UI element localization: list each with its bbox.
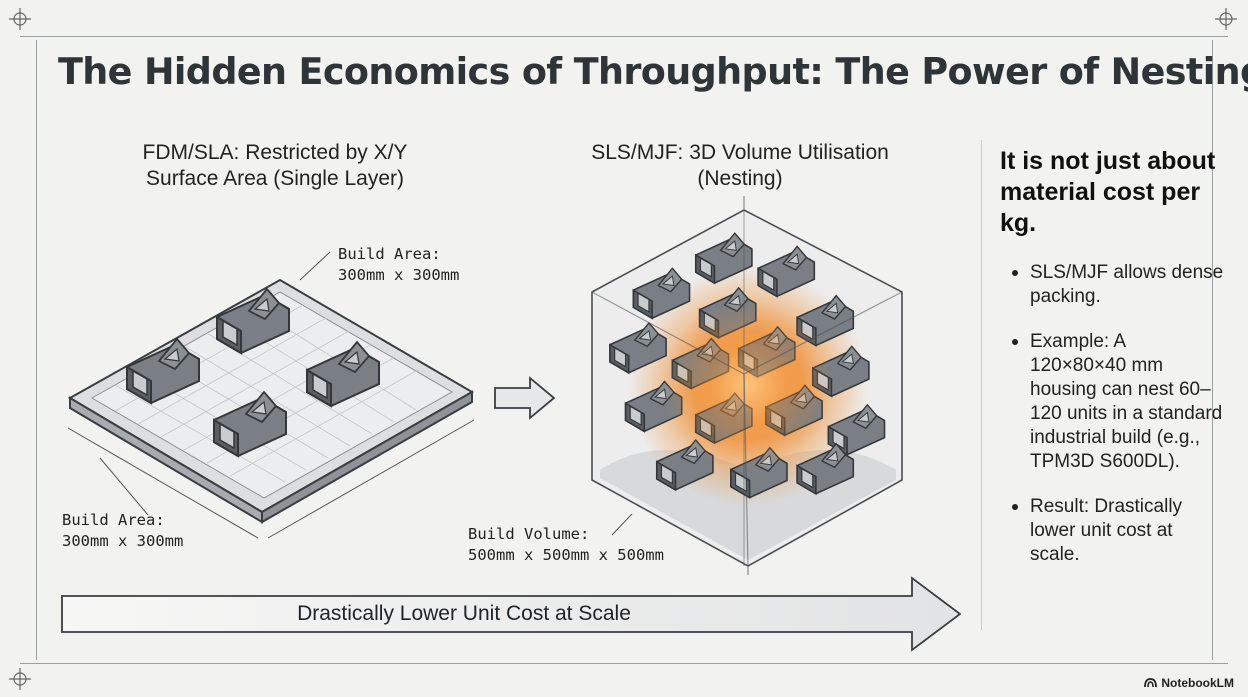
bullet-item: SLS/MJF allows dense packing.	[1012, 262, 1224, 307]
transition-arrow	[494, 376, 556, 420]
page-title: The Hidden Economics of Throughput: The …	[58, 50, 1248, 93]
frame-right-line	[1212, 40, 1213, 660]
bullet-item: Result: Drastically lower unit cost at s…	[1012, 495, 1225, 567]
brand-logo: NotebookLM	[1144, 676, 1234, 690]
cost-arrow	[61, 576, 962, 652]
nesting-diagram	[61, 196, 962, 652]
frame-top-line	[20, 36, 1228, 37]
left-panel-heading: FDM/SLA: Restricted by X/Y Surface Area …	[110, 140, 440, 192]
build-area-top-label: Build Area:300mm x 300mm	[338, 245, 460, 284]
sidebar-divider	[981, 140, 982, 630]
right-panel-heading-line2: (Nesting)	[697, 167, 783, 190]
right-panel-heading-line1: SLS/MJF: 3D Volume Utilisation	[591, 141, 889, 164]
build-area-bottom-label: Build Area:300mm x 300mm	[62, 511, 184, 550]
sidebar-bullets: SLS/MJF allows dense packing. Example: A…	[1000, 261, 1225, 567]
left-panel-heading-line1: FDM/SLA: Restricted by X/Y	[142, 141, 408, 164]
crosshair-icon	[9, 8, 31, 30]
notebooklm-icon	[1144, 678, 1158, 688]
bullet-item: Example: A 120×80×40 mm housing can nest…	[1012, 330, 1225, 474]
crosshair-icon	[9, 668, 31, 690]
frame-left-line	[36, 40, 37, 660]
build-volume-label: Build Volume:500mm x 500mm x 500mm	[468, 525, 664, 564]
crosshair-icon	[1215, 8, 1237, 30]
sidebar: It is not just about material cost per k…	[1000, 146, 1225, 588]
dimension-lines	[67, 251, 475, 539]
build-plate	[68, 278, 474, 524]
sidebar-heading: It is not just about material cost per k…	[1000, 147, 1216, 237]
cost-arrow-label: Drastically Lower Unit Cost at Scale	[297, 602, 631, 625]
frame-bottom-line	[20, 663, 1228, 664]
left-panel-heading-line2: Surface Area (Single Layer)	[146, 167, 404, 190]
right-panel-heading: SLS/MJF: 3D Volume Utilisation (Nesting)	[560, 140, 920, 192]
brand-name: NotebookLM	[1161, 676, 1234, 690]
